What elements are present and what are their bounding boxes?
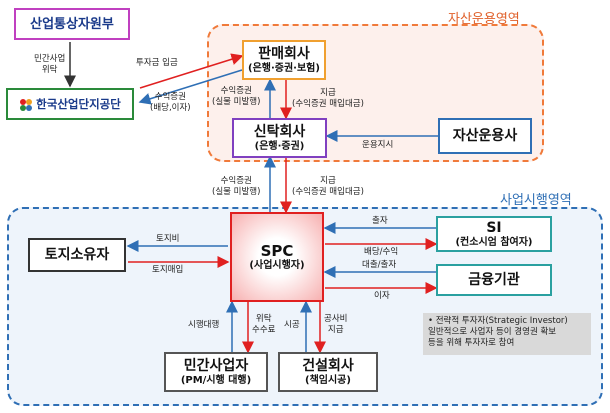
note-line-2: 일반적으로 사업자 등이 경영권 확보: [428, 327, 557, 337]
construction-company-label: 건설회사: [302, 357, 354, 374]
label-payment-mid: 지급 (수익증권 매입대금): [292, 176, 364, 197]
label-land-fee: 토지비: [156, 234, 180, 244]
sales-company-sub: (은행·증권·보험): [248, 62, 320, 74]
sales-company-box: 판매회사 (은행·증권·보험): [242, 40, 326, 80]
private-operator-sub: (PM/시행 대행): [180, 374, 252, 386]
label-entrust-fee: 위탁 수수료: [252, 314, 276, 335]
strategic-investor-note: • 전략적 투자자(Strategic Investor) 일반적으로 사업자 …: [423, 313, 591, 355]
private-operator-box: 민간사업자 (PM/시행 대행): [164, 352, 268, 392]
label-land-buy: 토지매입: [152, 265, 184, 275]
private-operator-label: 민간사업자: [183, 357, 249, 374]
kicox-label: 한국산업단지공단: [36, 96, 121, 111]
business-zone-title: 사업시행영역: [500, 193, 572, 208]
label-private-entrust: 민간사업 위탁: [34, 54, 66, 75]
asset-manager-box: 자산운용사: [438, 118, 532, 154]
note-line-3: 등을 위해 투자자로 참여: [428, 338, 515, 348]
arrow-investment: [139, 53, 244, 89]
trust-company-sub: (은행·증권): [254, 140, 305, 152]
label-construction-pay: 공사비 지급: [324, 314, 348, 335]
kicox-logo-icon: [19, 97, 33, 111]
note-line-1: • 전략적 투자자(Strategic Investor): [428, 316, 568, 326]
asset-zone-title: 자산운용영역: [448, 12, 520, 27]
label-investment-in: 투자금 입금: [136, 58, 178, 68]
label-mgmt-instruction: 운용지시: [362, 140, 394, 150]
label-securities-unsold-mid: 수익증권 (실물 미발행): [212, 176, 261, 197]
label-payment-top: 지급 (수익증권 매입대금): [292, 88, 364, 109]
trust-company-box: 신탁회사 (은행·증권): [232, 118, 327, 158]
label-construction: 시공: [284, 320, 300, 330]
asset-manager-label: 자산운용사: [452, 127, 518, 144]
label-securities-unsold-top: 수익증권 (실물 미발행): [212, 86, 261, 107]
label-securities-dividend: 수익증권 (배당,이자): [150, 92, 191, 113]
construction-company-box: 건설회사 (책임시공): [278, 352, 378, 392]
spc-box: SPC (사업시행자): [230, 212, 324, 302]
label-loan-capital: 대출/출자: [362, 260, 397, 270]
label-capital: 출자: [372, 216, 388, 226]
landowner-box: 토지소유자: [28, 238, 126, 272]
label-interest: 이자: [374, 291, 390, 301]
spc-label: SPC: [260, 241, 294, 260]
landowner-label: 토지소유자: [44, 246, 110, 263]
si-box: SI (컨소시엄 참여자): [436, 216, 552, 252]
construction-company-sub: (책임시공): [305, 374, 351, 386]
trust-company-label: 신탁회사: [253, 123, 306, 140]
si-label: SI: [486, 219, 502, 236]
kicox-box: 한국산업단지공단: [6, 88, 134, 120]
si-sub: (컨소시엄 참여자): [455, 236, 533, 248]
label-exec-agent: 시행대행: [188, 320, 220, 330]
label-dividend: 배당/수익: [364, 247, 399, 257]
ministry-box: 산업통상자원부: [14, 8, 130, 40]
spc-sub: (사업시행자): [249, 259, 305, 271]
ministry-label: 산업통상자원부: [30, 16, 114, 32]
financial-institution-box: 금융기관: [436, 264, 552, 296]
sales-company-label: 판매회사: [258, 45, 310, 62]
arrow-dividend: [138, 69, 243, 105]
financial-institution-label: 금융기관: [468, 271, 520, 288]
